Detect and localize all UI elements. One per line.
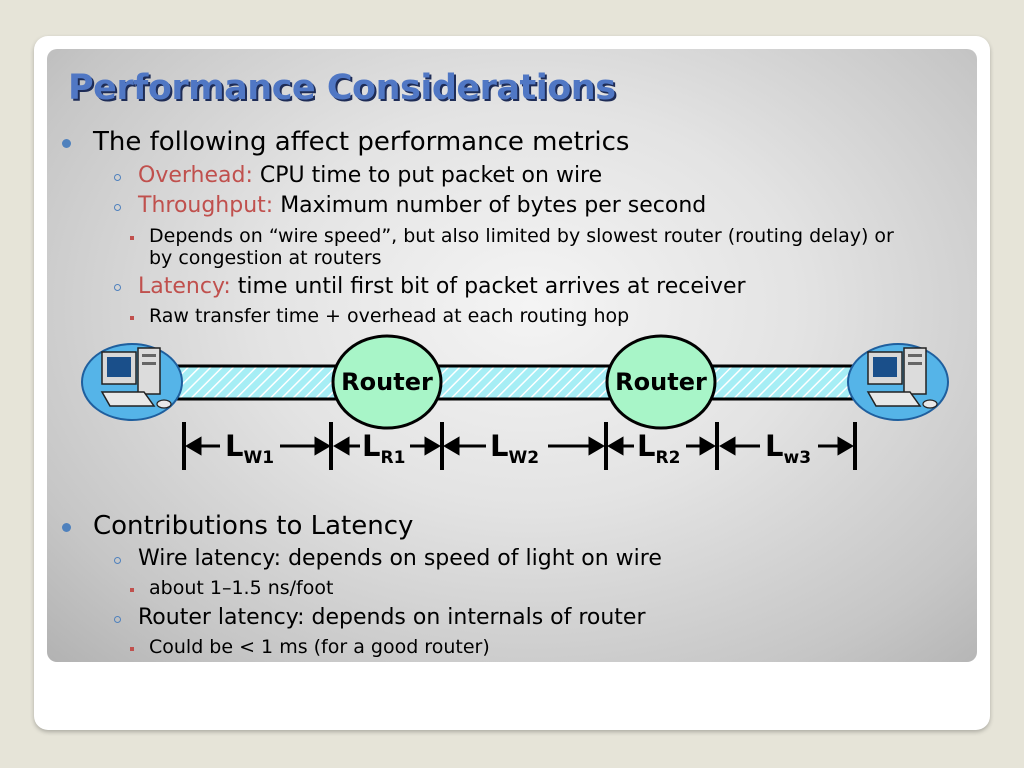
slide-title: Performance Considerations xyxy=(68,68,616,108)
throughput-item: Throughput: Maximum number of bytes per … xyxy=(138,193,706,218)
network-wire xyxy=(156,364,862,401)
segment-arrows xyxy=(185,436,854,456)
section1-heading: The following affect performance metrics xyxy=(93,127,630,157)
computer-icon xyxy=(81,343,183,421)
router-1: Router xyxy=(331,334,443,430)
sub-bullet-icon xyxy=(114,174,121,181)
bullet-icon xyxy=(62,523,71,532)
latency-detail: Raw transfer time + overhead at each rou… xyxy=(149,305,630,327)
throughput-detail-1: Depends on “wire speed”, but also limite… xyxy=(149,225,894,247)
overhead-item: Overhead: CPU time to put packet on wire xyxy=(138,163,602,188)
router-latency-detail: Could be < 1 ms (for a good router) xyxy=(149,636,490,658)
small-bullet-icon xyxy=(130,236,134,240)
computer-icon xyxy=(847,343,949,421)
latency-term: Latency: xyxy=(138,274,231,299)
router-1-label: Router xyxy=(341,368,433,396)
small-bullet-icon xyxy=(130,316,134,320)
throughput-detail-2: by congestion at routers xyxy=(149,247,382,269)
small-bullet-icon xyxy=(130,588,134,592)
sub-bullet-icon xyxy=(114,284,121,291)
bullet-icon xyxy=(62,139,71,148)
router-2-label: Router xyxy=(615,368,707,396)
overhead-term: Overhead: xyxy=(138,163,253,188)
segment-label-lr1: LR1 xyxy=(362,429,405,468)
latency-item: Latency: time until first bit of packet … xyxy=(138,274,746,299)
throughput-text: Maximum number of bytes per second xyxy=(273,193,707,218)
slide-panel xyxy=(47,49,977,662)
sub-bullet-icon xyxy=(114,616,121,623)
wire-latency-item: Wire latency: depends on speed of light … xyxy=(138,546,662,571)
segment-label-lw3: Lw3 xyxy=(765,429,811,468)
wire-latency-detail: about 1–1.5 ns/foot xyxy=(149,577,334,599)
router-2: Router xyxy=(605,334,717,430)
sub-bullet-icon xyxy=(114,204,121,211)
small-bullet-icon xyxy=(130,647,134,651)
router-latency-item: Router latency: depends on internals of … xyxy=(138,605,646,630)
segment-label-lw1: LW1 xyxy=(225,429,274,468)
segment-label-lw2: LW2 xyxy=(490,429,539,468)
throughput-term: Throughput: xyxy=(138,193,274,218)
segment-ticks xyxy=(182,422,857,470)
sub-bullet-icon xyxy=(114,557,121,564)
segment-label-lr2: LR2 xyxy=(637,429,680,468)
overhead-text: CPU time to put packet on wire xyxy=(252,163,603,188)
latency-text: time until first bit of packet arrives a… xyxy=(230,274,746,299)
section2-heading: Contributions to Latency xyxy=(93,511,414,541)
